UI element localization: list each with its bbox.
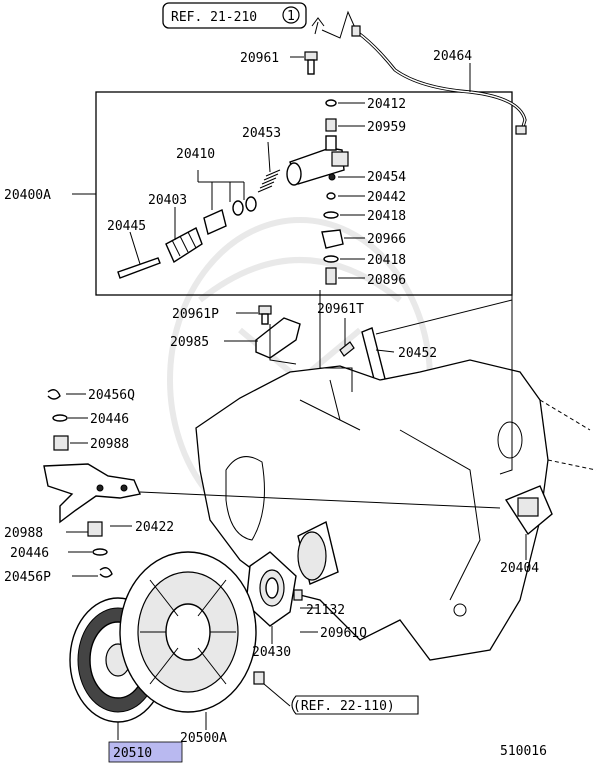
release-cylinder bbox=[286, 135, 349, 186]
spring-20453 bbox=[257, 141, 281, 193]
label-20422[interactable]: 20422 bbox=[135, 520, 174, 535]
label-20404[interactable]: 20404 bbox=[500, 561, 539, 576]
sleeve-21132 bbox=[293, 520, 339, 601]
label-20418-a[interactable]: 20418 bbox=[367, 209, 406, 224]
bracket-20985 bbox=[255, 317, 301, 359]
small-parts-right bbox=[321, 99, 344, 285]
label-20400A[interactable]: 20400A bbox=[4, 188, 51, 203]
bolt-ref-22-110 bbox=[253, 671, 265, 685]
label-20403[interactable]: 20403 bbox=[148, 193, 187, 208]
label-20961[interactable]: 20961 bbox=[240, 51, 279, 66]
label-20456Q[interactable]: 20456Q bbox=[88, 388, 135, 403]
label-20446-a[interactable]: 20446 bbox=[90, 412, 129, 427]
ref-box-bottom[interactable]: (REF. 22-110) bbox=[291, 695, 419, 715]
label-20961P[interactable]: 20961P bbox=[172, 307, 219, 322]
label-20412[interactable]: 20412 bbox=[367, 97, 406, 112]
clutch-pipe bbox=[351, 25, 527, 135]
leader-lines bbox=[66, 56, 527, 740]
release-fork-20422 bbox=[43, 463, 141, 524]
label-20896[interactable]: 20896 bbox=[367, 273, 406, 288]
label-20430[interactable]: 20430 bbox=[252, 645, 291, 660]
label-21132[interactable]: 21132 bbox=[306, 603, 345, 618]
ref-box-top[interactable]: REF. 21-210 1 bbox=[162, 2, 307, 29]
pressure-plate-20500A bbox=[119, 551, 257, 713]
label-20500A[interactable]: 20500A bbox=[180, 731, 227, 746]
label-20959[interactable]: 20959 bbox=[367, 120, 406, 135]
left-small-parts bbox=[47, 389, 113, 578]
label-20988-a[interactable]: 20988 bbox=[90, 437, 129, 452]
boot-20404 bbox=[504, 485, 553, 536]
label-20988-b[interactable]: 20988 bbox=[4, 526, 43, 541]
ref-top-text: REF. 21-210 bbox=[171, 10, 257, 25]
bolt-20961P bbox=[258, 305, 272, 325]
label-20446-b[interactable]: 20446 bbox=[10, 546, 49, 561]
ref-top-circled: 1 bbox=[287, 9, 295, 24]
push-rod-20445 bbox=[117, 257, 161, 279]
label-20418-b[interactable]: 20418 bbox=[367, 253, 406, 268]
part-labels: 20961 20464 20412 20959 20453 20410 2045… bbox=[4, 49, 547, 761]
label-20464[interactable]: 20464 bbox=[433, 49, 472, 64]
label-20445[interactable]: 20445 bbox=[107, 219, 146, 234]
bolt-20961 bbox=[304, 51, 318, 75]
diagram-id: 510016 bbox=[500, 744, 547, 759]
piston-seals bbox=[203, 196, 257, 235]
label-20961Q[interactable]: 20961Q bbox=[320, 626, 367, 641]
boot-20403 bbox=[165, 227, 203, 264]
label-20454[interactable]: 20454 bbox=[367, 170, 406, 185]
label-20966[interactable]: 20966 bbox=[367, 232, 406, 247]
label-20510[interactable]: 20510 bbox=[113, 746, 152, 761]
label-20985[interactable]: 20985 bbox=[170, 335, 209, 350]
label-20456P[interactable]: 20456P bbox=[4, 570, 51, 585]
release-bearing-20430 bbox=[245, 551, 297, 627]
label-20453[interactable]: 20453 bbox=[242, 126, 281, 141]
label-20442[interactable]: 20442 bbox=[367, 190, 406, 205]
bolt-20961T bbox=[339, 341, 355, 357]
ref-bottom-text: (REF. 22-110) bbox=[293, 699, 395, 714]
label-20961T[interactable]: 20961T bbox=[317, 302, 364, 317]
label-20410[interactable]: 20410 bbox=[176, 147, 215, 162]
highlight-20510 bbox=[108, 741, 183, 763]
label-20452[interactable]: 20452 bbox=[398, 346, 437, 361]
